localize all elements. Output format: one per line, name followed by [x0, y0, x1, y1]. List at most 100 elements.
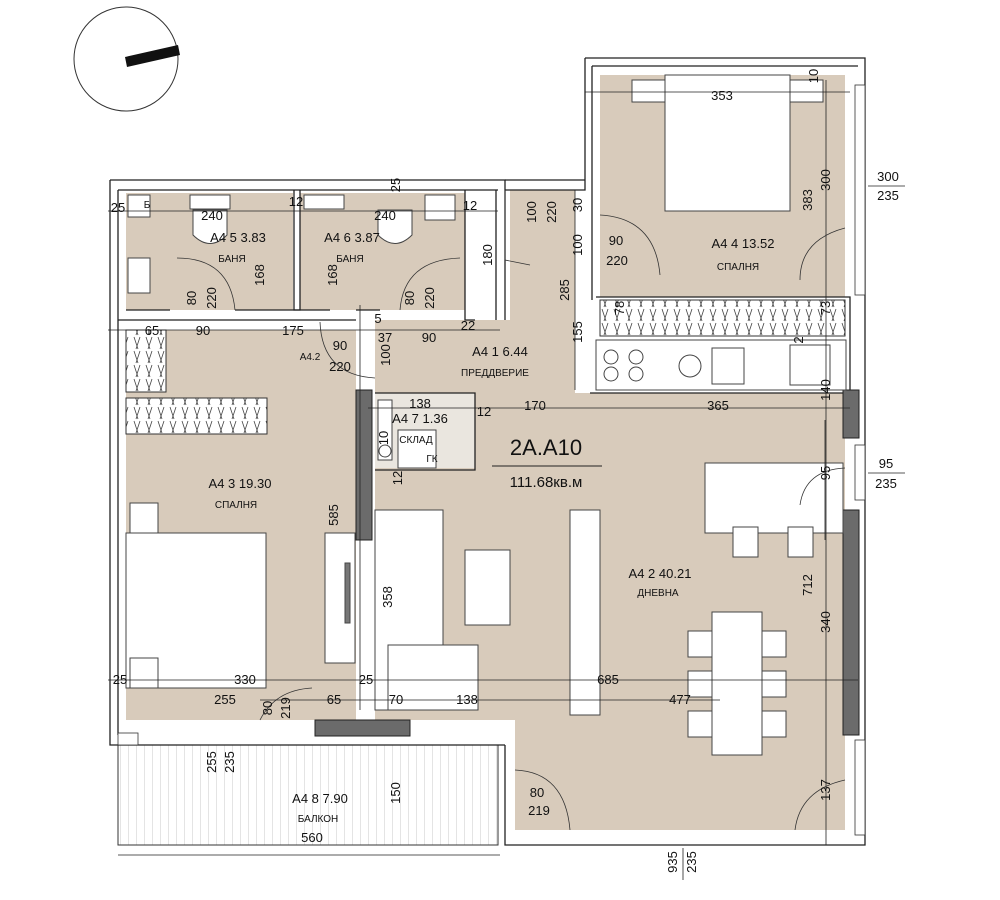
dim: 78: [612, 301, 627, 315]
door-swings: [176, 190, 846, 831]
dim: 138: [456, 692, 478, 707]
room-name-hall-1: ПРЕДДВЕРИЕ: [461, 368, 529, 379]
ext-dim: 300: [877, 169, 899, 184]
dim: 12: [463, 198, 477, 213]
dim: 560: [301, 830, 323, 845]
dim: 90: [333, 338, 347, 353]
dim: 30: [570, 198, 585, 212]
dim: 5: [374, 311, 381, 326]
dim: 90: [609, 233, 623, 248]
dim: 80: [530, 785, 544, 800]
dim: 330: [234, 672, 256, 687]
dim: 95: [818, 466, 833, 480]
walls: [109, 57, 866, 846]
dim: 25: [359, 672, 373, 687]
dim: 220: [422, 287, 437, 309]
dim: 140: [818, 379, 833, 401]
dimension-lines: [108, 80, 858, 856]
dim: 10: [376, 431, 391, 445]
dim: 12: [477, 404, 491, 419]
dim: 285: [557, 279, 572, 301]
label-gk: ГК: [426, 454, 437, 465]
dim: 80: [184, 291, 199, 305]
room-name-bath-6: БАНЯ: [336, 254, 363, 265]
dim: 90: [196, 323, 210, 338]
dim: 712: [800, 574, 815, 596]
wardrobes: [125, 299, 846, 435]
room-code-hall-1: A4 1 6.44: [472, 344, 528, 359]
room-code-bath-5: A4 5 3.83: [210, 230, 266, 245]
dimension-values: 25 240 12 240 12 25 168 168 80 220 80 22…: [111, 69, 833, 845]
windows: [117, 84, 866, 836]
dim: 220: [204, 287, 219, 309]
dim: 358: [380, 586, 395, 608]
room-labels: A4 5 3.83 БАНЯ A4 6 3.87 БАНЯ A4 4 13.52…: [144, 200, 775, 825]
dim: 12: [390, 471, 405, 485]
dim: 80: [402, 291, 417, 305]
dim: 300: [818, 169, 833, 191]
dining-table: [711, 611, 763, 756]
dim: 100: [524, 201, 539, 223]
balcony-deck: [117, 744, 499, 846]
dim: 685: [597, 672, 619, 687]
room-code-balcony-8: A4 8 7.90: [292, 791, 348, 806]
furniture: [125, 74, 847, 756]
dim: 12: [289, 194, 303, 209]
dim: 220: [606, 253, 628, 268]
dim: 180: [480, 244, 495, 266]
dim: 168: [252, 264, 267, 286]
unit-code: 2A.A10: [510, 435, 582, 460]
dim: 2: [791, 336, 806, 343]
dim: 255: [214, 692, 236, 707]
kitchen-island: [704, 462, 844, 534]
room-name-store-7: СКЛАД: [399, 435, 433, 446]
dim: 220: [544, 201, 559, 223]
dim: 255: [204, 751, 219, 773]
dim: 137: [818, 779, 833, 801]
dim: 240: [201, 208, 223, 223]
room-name-bed-3: СПАЛНЯ: [215, 500, 257, 511]
dim: 73: [818, 301, 833, 315]
dim: 25: [111, 200, 125, 215]
room-name-bed-4: СПАЛНЯ: [717, 262, 759, 273]
room-code-store-7: A4 7 1.36: [392, 411, 448, 426]
ext-dim: 935: [665, 851, 680, 873]
label-a42: A4.2: [300, 352, 321, 363]
unit-label: 2A.A10 111.68кв.м: [490, 425, 605, 495]
dim: 100: [570, 234, 585, 256]
dim: 80: [260, 701, 275, 715]
tv-unit: [569, 509, 601, 716]
dim: 25: [388, 178, 403, 192]
label-b: Б: [144, 200, 151, 211]
ext-dim: 95: [879, 456, 893, 471]
room-code-living-2: A4 2 40.21: [629, 566, 692, 581]
dim: 175: [282, 323, 304, 338]
dim: 383: [800, 189, 815, 211]
dim: 150: [388, 782, 403, 804]
dim: 170: [524, 398, 546, 413]
ext-dim: 235: [684, 851, 699, 873]
room-name-living-2: ДНЕВНА: [637, 588, 679, 599]
dim: 22: [461, 318, 475, 333]
dim: 155: [570, 321, 585, 343]
double-bed-top: [664, 74, 791, 212]
dim: 10: [806, 69, 821, 83]
dim: 585: [326, 504, 341, 526]
room-code-bed-4: A4 4 13.52: [712, 236, 775, 251]
dim: 220: [329, 359, 351, 374]
dim: 70: [389, 692, 403, 707]
dim: 477: [669, 692, 691, 707]
tall-cabinet: [324, 532, 356, 664]
dim: 219: [278, 697, 293, 719]
unit-area: 111.68кв.м: [510, 474, 583, 491]
dim: 90: [422, 330, 436, 345]
dim: 340: [818, 611, 833, 633]
north-arrow-icon: [73, 6, 180, 112]
dim: 25: [113, 672, 127, 687]
room-code-bed-3: A4 3 19.30: [209, 476, 272, 491]
dim: 365: [707, 398, 729, 413]
dim: 353: [711, 88, 733, 103]
room-name-bath-5: БАНЯ: [218, 254, 245, 265]
dim: 100: [378, 344, 393, 366]
